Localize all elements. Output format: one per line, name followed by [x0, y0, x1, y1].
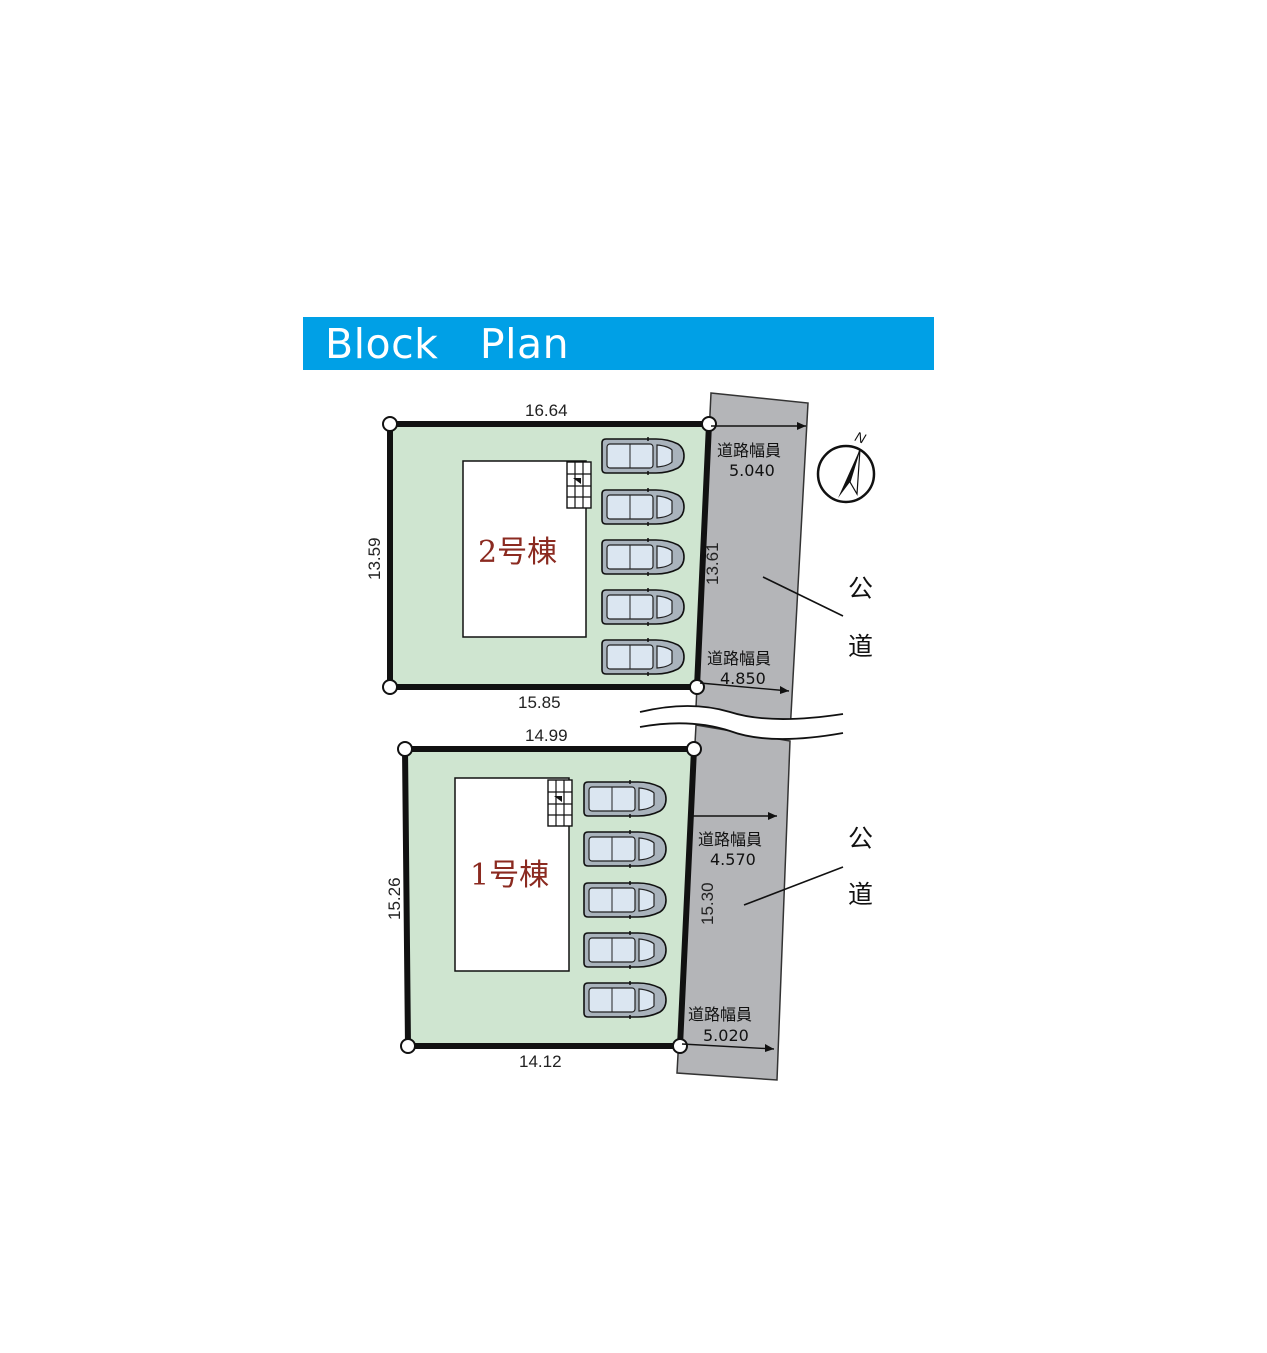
lot-2-top-dimension: 16.64 [525, 401, 568, 420]
corner-marker [701, 416, 717, 432]
corner-marker [689, 679, 705, 695]
car-icon [583, 930, 667, 970]
house-2-label: 2号棟 [478, 535, 557, 570]
lot-1-left-dimension: 15.26 [385, 877, 404, 920]
car-icon [583, 779, 667, 819]
compass-icon: N [816, 428, 876, 504]
page-title: Block Plan [325, 320, 570, 368]
road-width-value: 5.020 [703, 1026, 749, 1045]
car-icon [583, 980, 667, 1020]
lot-2-left-dimension: 13.59 [365, 537, 384, 580]
lot-2-bottom-dimension: 15.85 [518, 693, 561, 712]
car-icon [601, 436, 685, 476]
lot-1-top-dimension: 14.99 [525, 726, 568, 745]
corner-marker [382, 416, 398, 432]
house-1-label: 1号棟 [470, 858, 549, 893]
road-width-value: 4.850 [720, 669, 766, 688]
corner-marker [397, 741, 413, 757]
car-icon [601, 637, 685, 677]
public-road-label: 道 [848, 880, 873, 909]
road-width-label: 道路幅員 [698, 830, 762, 849]
svg-text:N: N [853, 428, 869, 447]
title-banner: Block Plan [303, 317, 934, 370]
road-width-value: 4.570 [710, 850, 756, 869]
car-icon [583, 829, 667, 869]
lot-2-right-dimension: 13.61 [703, 542, 722, 585]
road-width-label: 道路幅員 [717, 441, 781, 460]
house-2 [462, 460, 587, 638]
entrance-icon [547, 779, 573, 827]
car-icon [601, 587, 685, 627]
public-road-label: 道 [848, 632, 873, 661]
car-icon [601, 537, 685, 577]
lot-1-right-dimension: 15.30 [698, 882, 717, 925]
lot-1-bottom-dimension: 14.12 [519, 1052, 562, 1071]
corner-marker [400, 1038, 416, 1054]
corner-marker [686, 741, 702, 757]
public-road-label: 公 [848, 574, 873, 603]
entrance-icon [566, 461, 592, 509]
public-road-label: 公 [848, 824, 873, 853]
road-width-label: 道路幅員 [688, 1005, 752, 1024]
road-break [640, 706, 843, 740]
corner-marker [672, 1038, 688, 1054]
car-icon [583, 880, 667, 920]
corner-marker [382, 679, 398, 695]
road-width-value: 5.040 [729, 461, 775, 480]
car-icon [601, 487, 685, 527]
road-width-label: 道路幅員 [707, 649, 771, 668]
